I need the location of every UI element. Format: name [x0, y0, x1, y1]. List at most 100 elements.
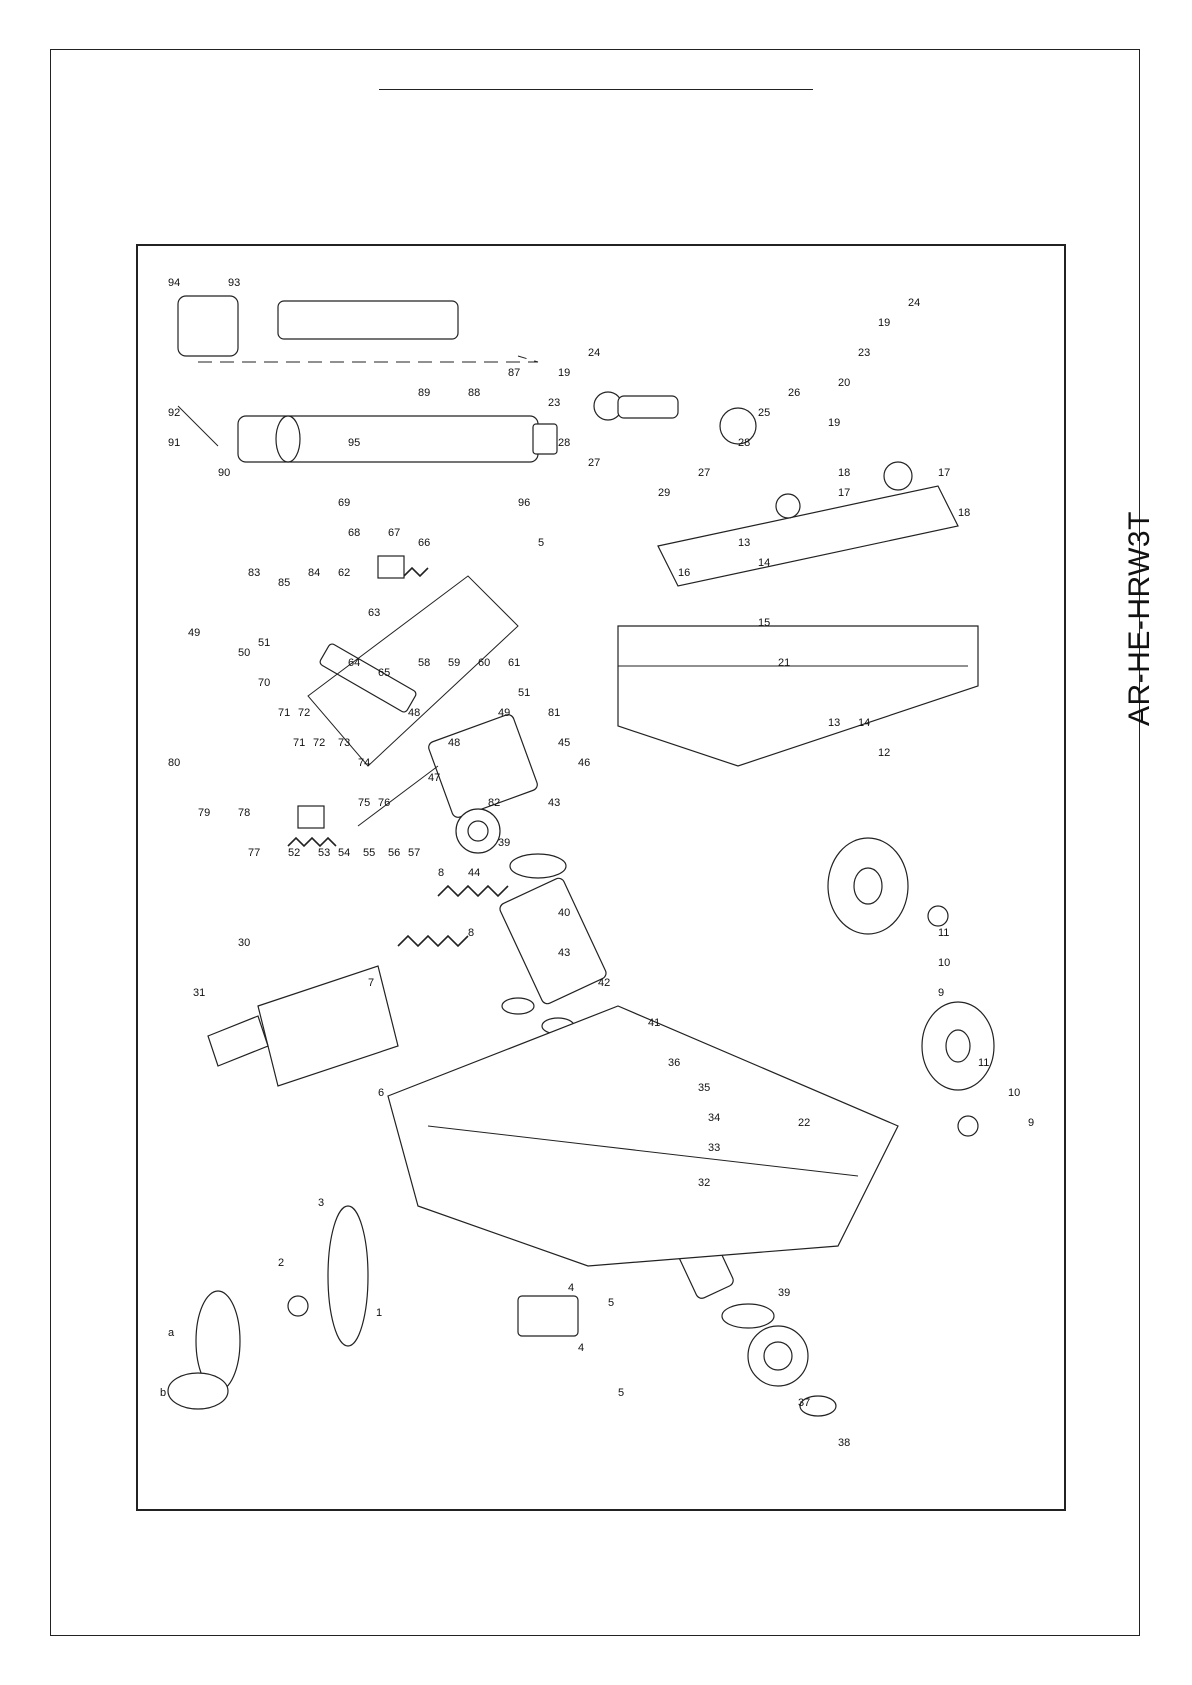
leader-pump: [357, 765, 439, 827]
callout-4b: 4: [568, 1282, 574, 1294]
callout-18b: 18: [958, 507, 970, 519]
callout-9b: 9: [1028, 1117, 1034, 1129]
callout-25: 25: [758, 407, 770, 419]
part-frame-6: [387, 1005, 899, 1267]
callout-53: 53: [318, 847, 330, 859]
callout-62: 62: [338, 567, 350, 579]
part-link-21: [657, 485, 959, 587]
callout-49b: 49: [188, 627, 200, 639]
part-cylinder-40: [499, 877, 607, 1005]
callout-31a: 31: [193, 987, 205, 999]
callout-5: 5: [618, 1387, 624, 1399]
part-spring-8b: [437, 884, 509, 898]
callout-13a: 13: [828, 717, 840, 729]
callout-96: 96: [518, 497, 530, 509]
callout-20: 20: [838, 377, 850, 389]
part-ring-43: [501, 997, 535, 1015]
callout-48a: 48: [448, 737, 460, 749]
callout-75: 75: [358, 797, 370, 809]
part-24-caster: [617, 395, 679, 419]
callout-8a: 8: [438, 867, 444, 879]
part-saddle-cap: [177, 295, 239, 357]
callout-28a: 28: [558, 437, 570, 449]
callout-95: 95: [348, 437, 360, 449]
part-cover-30: [257, 965, 399, 1087]
pump-body-assembly: [287, 555, 538, 854]
callout-39b: 39: [498, 837, 510, 849]
callout-49a: 49: [498, 707, 510, 719]
callout-68: 68: [348, 527, 360, 539]
callout-65: 65: [378, 667, 390, 679]
callout-85: 85: [278, 577, 290, 589]
callout-80: 80: [168, 757, 180, 769]
part-valve-rod: [319, 643, 417, 713]
callout-37: 37: [798, 1397, 810, 1409]
callout-41: 41: [648, 1017, 660, 1029]
callout-87: 87: [508, 367, 520, 379]
callout-81: 81: [548, 707, 560, 719]
part-wheel-9a-hub: [853, 867, 883, 905]
callout-19b: 19: [828, 417, 840, 429]
callout-30: 30: [238, 937, 250, 949]
part-lift-arm-12: [617, 625, 979, 767]
callout-88: 88: [468, 387, 480, 399]
callout-33: 33: [708, 1142, 720, 1154]
part-washer-10b: [957, 1115, 979, 1137]
callout-74: 74: [358, 757, 370, 769]
part-37-inner: [763, 1341, 793, 1371]
callout-46: 46: [578, 757, 590, 769]
callout-32a: 32: [698, 1177, 710, 1189]
part-extension-93: [277, 300, 459, 340]
callout-23a: 23: [548, 397, 560, 409]
part-18b: [883, 461, 913, 491]
callout-84: 84: [308, 567, 320, 579]
part-2: [287, 1295, 309, 1317]
callout-55: 55: [363, 847, 375, 859]
callout-82: 82: [488, 797, 500, 809]
callout-45: 45: [558, 737, 570, 749]
callout-16: 16: [678, 567, 690, 579]
callout-9a: 9: [938, 987, 944, 999]
callout-18a: 18: [838, 467, 850, 479]
callout-38: 38: [838, 1437, 850, 1449]
part-24b: [719, 407, 757, 445]
part-18: [775, 493, 801, 519]
alignment-dash-upper: [198, 355, 539, 363]
callout-83: 83: [248, 567, 260, 579]
part-wheel-9b-hub: [945, 1029, 971, 1063]
part-washer-10a: [927, 905, 949, 927]
part-oring-39b: [721, 1303, 775, 1329]
callout-91: 91: [168, 437, 180, 449]
callout-29: 29: [658, 487, 670, 499]
callout-67: 67: [388, 527, 400, 539]
callout-47: 47: [428, 772, 440, 784]
callout-13b: 13: [738, 537, 750, 549]
callout-52: 52: [288, 847, 300, 859]
callout-5c: 5: [538, 537, 544, 549]
callout-76: 76: [378, 797, 390, 809]
callout-12: 12: [878, 747, 890, 759]
callout-11a: 11: [938, 927, 949, 939]
callout-10a: 10: [938, 957, 950, 969]
callout-21: 21: [778, 657, 790, 669]
part-67: [377, 555, 405, 579]
part-pump-seal-inner: [467, 820, 489, 842]
callout-63: 63: [368, 607, 380, 619]
callout-35: 35: [698, 1082, 710, 1094]
valve-bracket-outline: [307, 575, 519, 767]
callout-17a: 17: [838, 487, 850, 499]
callout-a: a: [168, 1327, 175, 1339]
callout-3: 3: [318, 1197, 324, 1209]
callout-14a: 14: [858, 717, 870, 729]
part-38: [799, 1395, 837, 1417]
callout-26: 26: [788, 387, 800, 399]
callout-78: 78: [238, 807, 250, 819]
callout-51b: 51: [518, 687, 530, 699]
callout-66: 66: [418, 537, 430, 549]
part-78: [297, 805, 325, 829]
part-4-block: [517, 1295, 579, 1337]
callout-61: 61: [508, 657, 520, 669]
callout-11b: 11: [978, 1057, 989, 1069]
callout-50: 50: [238, 647, 250, 659]
callout-2: 2: [278, 1257, 284, 1269]
